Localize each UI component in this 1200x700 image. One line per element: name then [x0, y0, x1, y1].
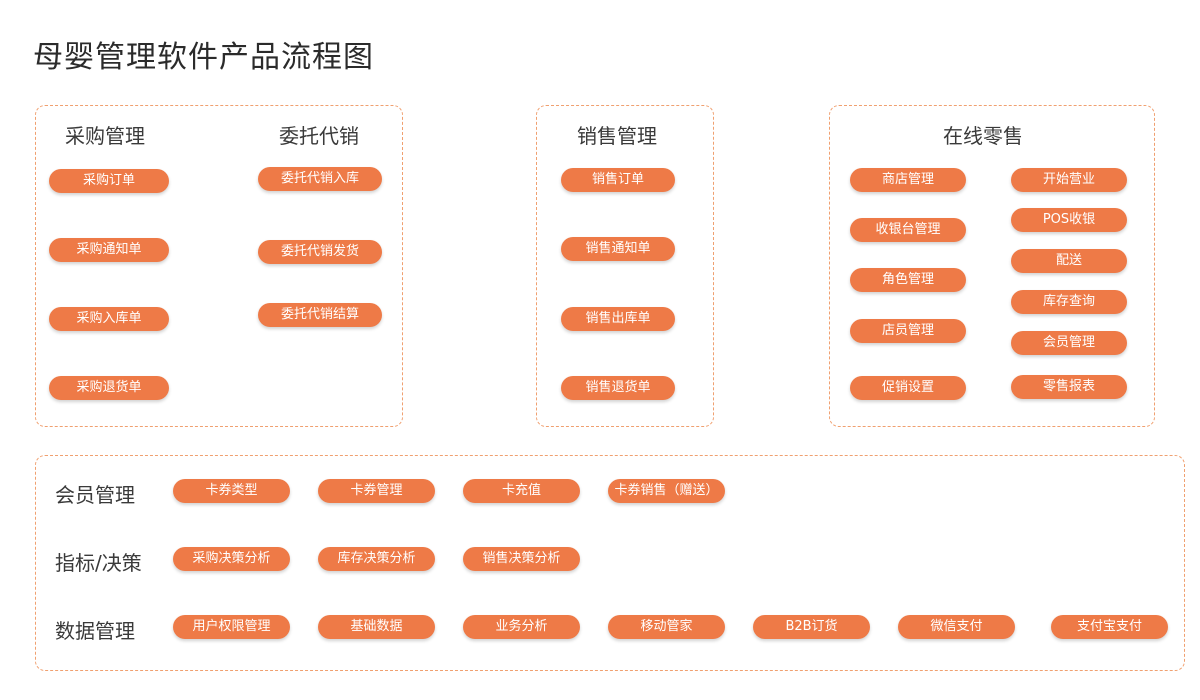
- pill-procurement-return[interactable]: 采购退货单: [49, 376, 169, 400]
- pill-sales-notice[interactable]: 销售通知单: [561, 237, 675, 261]
- metrics-row-label: 指标/决策: [55, 551, 142, 575]
- pill-sales-order[interactable]: 销售订单: [561, 168, 675, 192]
- pill-retail-promo[interactable]: 促销设置: [850, 376, 966, 400]
- pill-consignment-inbound[interactable]: 委托代销入库: [258, 167, 382, 191]
- pill-card-type[interactable]: 卡券类型: [173, 479, 290, 503]
- pill-card-recharge[interactable]: 卡充值: [463, 479, 580, 503]
- pill-user-permission[interactable]: 用户权限管理: [173, 615, 290, 639]
- pill-procurement-receipt[interactable]: 采购入库单: [49, 307, 169, 331]
- page-title: 母婴管理软件产品流程图: [33, 40, 374, 75]
- procurement-consignment-group: [35, 105, 403, 427]
- pill-procurement-notice[interactable]: 采购通知单: [49, 238, 169, 262]
- pill-mobile-steward[interactable]: 移动管家: [608, 615, 725, 639]
- pill-procurement-decision[interactable]: 采购决策分析: [173, 547, 290, 571]
- pill-card-sale[interactable]: 卡券销售（赠送）: [608, 479, 725, 503]
- pill-consignment-ship[interactable]: 委托代销发货: [258, 240, 382, 264]
- sales-group: [536, 105, 714, 427]
- pill-card-manage[interactable]: 卡券管理: [318, 479, 435, 503]
- procurement-heading: 采购管理: [65, 124, 145, 148]
- pill-wechat-pay[interactable]: 微信支付: [898, 615, 1015, 639]
- sales-heading: 销售管理: [577, 124, 657, 148]
- pill-retail-cashier[interactable]: 收银台管理: [850, 218, 966, 242]
- retail-heading: 在线零售: [943, 124, 1023, 148]
- pill-retail-clerk[interactable]: 店员管理: [850, 319, 966, 343]
- pill-alipay[interactable]: 支付宝支付: [1051, 615, 1168, 639]
- pill-stock-decision[interactable]: 库存决策分析: [318, 547, 435, 571]
- pill-sales-decision[interactable]: 销售决策分析: [463, 547, 580, 571]
- pill-retail-open[interactable]: 开始营业: [1011, 168, 1127, 192]
- pill-business-analysis[interactable]: 业务分析: [463, 615, 580, 639]
- retail-group: [829, 105, 1155, 427]
- pill-retail-pos[interactable]: POS收银: [1011, 208, 1127, 232]
- pill-retail-delivery[interactable]: 配送: [1011, 249, 1127, 273]
- pill-retail-role[interactable]: 角色管理: [850, 268, 966, 292]
- bottom-group: [35, 455, 1185, 671]
- consignment-heading: 委托代销: [279, 124, 359, 148]
- pill-base-data[interactable]: 基础数据: [318, 615, 435, 639]
- pill-sales-return[interactable]: 销售退货单: [561, 376, 675, 400]
- pill-procurement-order[interactable]: 采购订单: [49, 169, 169, 193]
- pill-retail-member[interactable]: 会员管理: [1011, 331, 1127, 355]
- pill-sales-outbound[interactable]: 销售出库单: [561, 307, 675, 331]
- member-row-label: 会员管理: [55, 483, 135, 507]
- pill-consignment-settle[interactable]: 委托代销结算: [258, 303, 382, 327]
- pill-retail-report[interactable]: 零售报表: [1011, 375, 1127, 399]
- data-row-label: 数据管理: [55, 619, 135, 643]
- pill-retail-stock[interactable]: 库存查询: [1011, 290, 1127, 314]
- pill-retail-store[interactable]: 商店管理: [850, 168, 966, 192]
- pill-b2b-order[interactable]: B2B订货: [753, 615, 870, 639]
